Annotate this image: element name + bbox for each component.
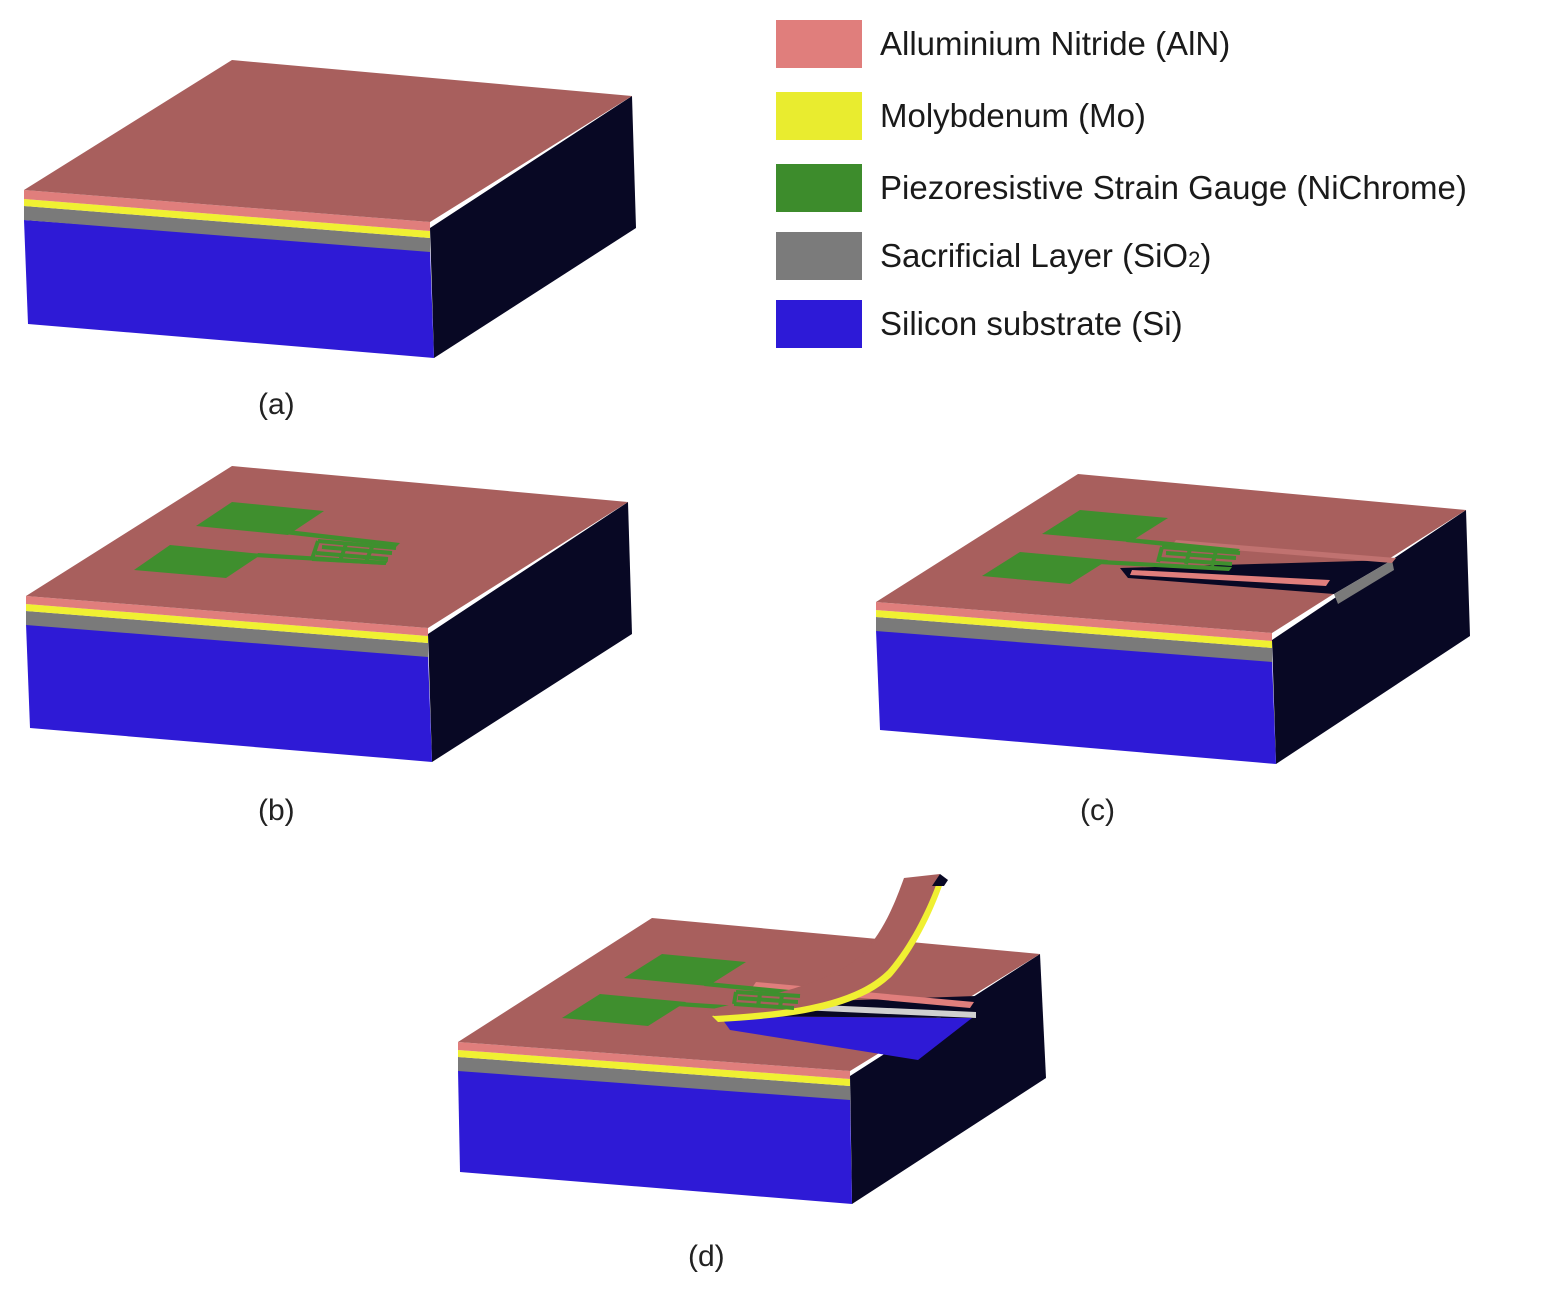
block-d-gauge-pad-upper — [624, 954, 746, 986]
legend-swatch-mo — [776, 92, 862, 140]
block-c-sio2-layer — [876, 617, 1272, 662]
block-b-gauge-meander — [310, 539, 397, 565]
caption-b: (b) — [258, 794, 295, 827]
block-a-sio2-layer — [24, 206, 430, 252]
block-d — [458, 874, 1046, 1204]
block-d-gauge-trace-upper — [704, 982, 790, 994]
legend-item-si: Silicon substrate (Si) — [776, 300, 1536, 350]
block-d-gauge-meander — [732, 990, 801, 1010]
block-d-mo-layer — [458, 1050, 850, 1086]
block-a-top-surface — [24, 60, 632, 222]
block-d-gauge-pad-lower — [562, 994, 686, 1026]
block-b — [26, 466, 632, 762]
block-c — [876, 474, 1470, 764]
legend-item-sio2: Sacrificial Layer (SiO2) — [776, 232, 1536, 282]
block-a-aln-layer — [24, 190, 430, 231]
block-a-mo-layer — [24, 199, 430, 238]
block-b-sio2-layer — [26, 611, 428, 657]
legend-item-mo: Molybdenum (Mo) — [776, 92, 1536, 142]
legend-swatch-aln — [776, 20, 862, 68]
block-c-mo-layer — [876, 610, 1272, 648]
block-c-aln-layer — [876, 602, 1272, 641]
block-c-gauge-pad-lower — [982, 552, 1108, 584]
block-a-right-side — [430, 96, 636, 358]
legend-label-sio2-sub: 2 — [1188, 247, 1201, 272]
block-d-right-side — [850, 954, 1046, 1204]
block-d-cantilever-tip-side — [932, 874, 948, 886]
caption-c: (c) — [1080, 794, 1115, 827]
block-d-cavity-edge — [800, 1004, 976, 1018]
block-c-gauge-pad-upper — [1042, 510, 1168, 542]
legend-swatch-si — [776, 300, 862, 348]
legend-item-nichrome: Piezoresistive Strain Gauge (NiChrome) — [776, 164, 1536, 214]
block-a-silicon-layer — [24, 220, 434, 358]
caption-a: (a) — [258, 388, 295, 421]
legend-label-mo: Molybdenum (Mo) — [880, 97, 1146, 134]
legend-swatch-sio2 — [776, 232, 862, 280]
block-b-silicon-layer — [26, 624, 432, 762]
legend-label-si: Silicon substrate (Si) — [880, 305, 1183, 342]
block-b-right-side — [428, 502, 632, 762]
legend-label-nichrome: Piezoresistive Strain Gauge (NiChrome) — [880, 169, 1467, 206]
legend-label-sio2-post: ) — [1200, 237, 1212, 274]
block-b-gauge-trace-upper — [284, 530, 400, 547]
block-a — [24, 60, 636, 358]
block-d-aln-layer — [458, 1042, 850, 1079]
legend-label-sio2-pre: Sacrificial Layer (SiO — [880, 237, 1189, 274]
block-d-curled-cantilever-top — [708, 874, 940, 1016]
block-c-trench-sio2-wall — [1334, 560, 1394, 604]
legend-item-aln: Alluminium Nitride (AlN) — [776, 20, 1536, 70]
legend-swatch-nichrome — [776, 164, 862, 212]
block-c-cantilever-beam — [1172, 540, 1396, 563]
block-d-released-cavity — [720, 1016, 972, 1060]
block-b-gauge-pad-upper — [196, 502, 324, 535]
block-b-aln-layer — [26, 596, 428, 636]
legend-label-aln: Alluminium Nitride (AlN) — [880, 25, 1231, 62]
block-c-silicon-layer — [876, 630, 1276, 764]
caption-d: (d) — [688, 1240, 725, 1273]
block-c-gauge-trace-lower — [1098, 560, 1232, 571]
block-c-gauge-meander — [1156, 545, 1241, 567]
block-c-right-side — [1272, 510, 1470, 764]
block-c-cantilever-lower-edge — [1130, 570, 1330, 586]
block-d-silicon-layer — [458, 1070, 852, 1204]
block-b-gauge-pad-lower — [134, 545, 262, 578]
block-d-sio2-layer — [458, 1057, 850, 1100]
legend-label-sio2: Sacrificial Layer (SiO2) — [880, 238, 1211, 278]
block-b-mo-layer — [26, 604, 428, 643]
